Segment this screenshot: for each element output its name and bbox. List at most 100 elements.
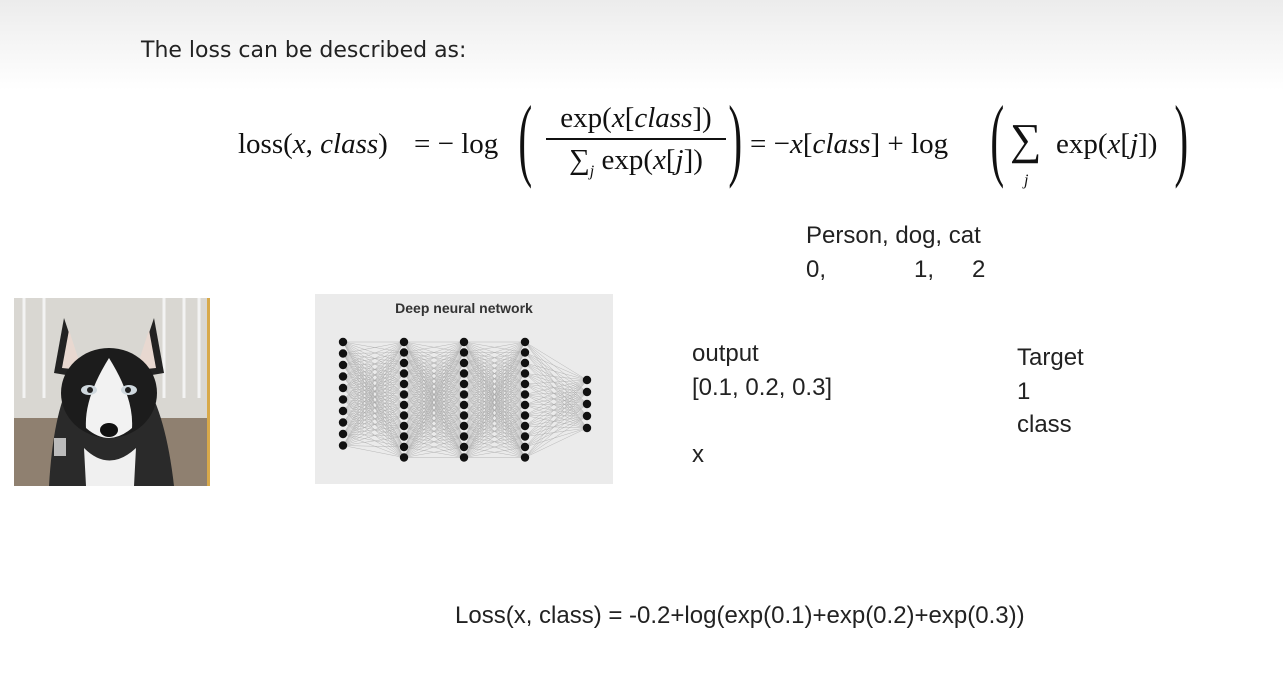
nn-connection [524,394,588,405]
nn-node [520,390,530,399]
intro-text: The loss can be described as: [141,38,467,63]
nn-connection [342,399,405,437]
nn-connection [342,352,405,366]
nn-node [338,429,348,439]
nn-connection [342,352,405,377]
nn-connection [524,341,588,417]
fraction-denominator: ∑j exp(x[j]) [569,144,703,180]
nn-node [399,400,409,410]
nn-connection [342,362,405,423]
nn-connection [403,446,465,458]
nn-connection [524,373,588,393]
output-label: output [692,340,759,367]
nn-node [338,372,348,381]
nn-connection [524,352,588,429]
nn-node [459,390,469,399]
nn-connection [342,364,405,416]
nn-connection [463,362,526,458]
nn-node [399,411,409,420]
nn-connection [342,410,405,427]
nn-connection [342,362,405,446]
nn-connection [463,341,526,406]
nn-connection [403,352,465,458]
nn-connection [342,383,405,446]
nn-connection [342,362,405,377]
nn-connection [342,352,405,354]
nn-connection [524,383,588,417]
nn-connection [403,341,465,416]
nn-connection [524,383,588,405]
nn-connection [342,399,405,427]
nn-connection [342,341,405,427]
nn-connection [342,341,405,437]
nn-connection [463,341,526,395]
nn-connection [342,373,405,377]
nn-connection [524,403,588,427]
sigma-subscript: j [1024,172,1029,189]
nn-connection [342,387,405,448]
nn-connection [463,436,526,458]
nn-connection [524,362,588,417]
formula-sum-body: exp(x[j]) [1056,128,1158,160]
nn-node [520,453,530,462]
nn-node [338,383,348,393]
nn-connection [342,373,405,446]
nn-connection [524,362,588,381]
nn-connection [524,362,588,405]
nn-connection [342,387,405,427]
nn-connection [524,373,588,405]
nn-connection [524,391,588,448]
nn-connection [524,415,588,458]
nn-connection [342,353,405,437]
nn-connection [342,422,405,437]
nn-connection [342,364,405,448]
nn-connection [342,352,405,423]
nn-connection [342,352,405,389]
formula-eq2: = −x[class] + log [750,128,949,160]
nn-connection [342,353,405,416]
nn-node [459,411,469,420]
nn-connection [342,394,405,435]
nn-connection [403,362,465,458]
nn-connection [463,341,526,458]
nn-connection [342,341,405,353]
nn-connection [342,341,405,446]
class-index-2: 2 [972,256,986,283]
nn-connection [524,373,588,429]
nn-connection [463,404,526,458]
nn-connection [342,383,405,389]
nn-connection [403,394,465,458]
nn-connection [342,364,405,427]
nn-connection [342,422,405,448]
nn-node [399,337,409,347]
left-paren-2: ( [990,87,1005,189]
output-values: [0.1, 0.2, 0.3] [692,374,833,401]
nn-node [459,348,469,357]
nn-node [399,379,409,389]
nn-connection [463,415,526,458]
nn-connection [524,362,588,393]
nn-node [338,418,348,427]
nn-node [520,348,530,357]
nn-connection [403,341,465,437]
nn-node [520,337,530,347]
nn-connection [342,362,405,412]
target-value: 1 [1017,378,1031,405]
nn-connection [342,373,405,400]
nn-connection [524,403,588,458]
sigma-symbol: ∑ [1010,115,1042,164]
nn-connection [342,353,405,395]
nn-node [520,411,530,420]
output-var: x [692,441,704,468]
nn-connection [342,373,405,435]
nn-connection [342,353,405,364]
nn-node [582,375,592,385]
nn-connection [524,391,588,395]
nn-node [338,337,348,347]
nn-connection [403,415,465,458]
nn-connection [342,387,405,406]
nn-node [459,453,469,462]
nn-connection [342,352,405,400]
nn-connection [342,410,405,448]
nn-connection [524,341,588,429]
